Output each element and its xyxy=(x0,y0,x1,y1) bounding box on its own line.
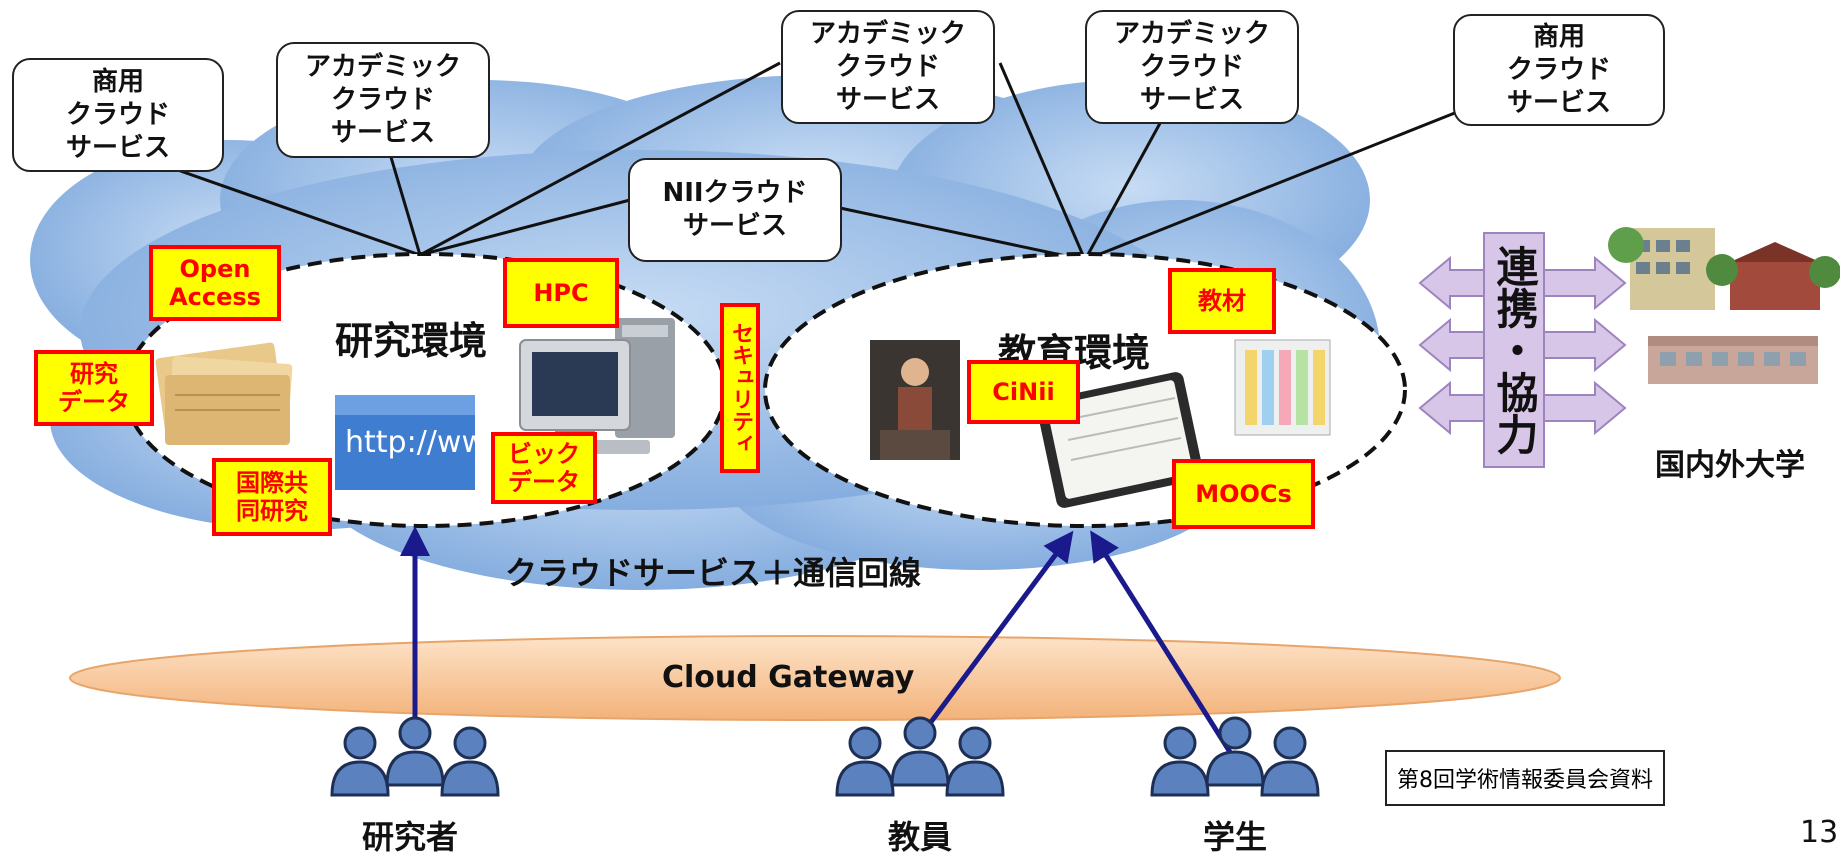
security-tag: セキュリティ xyxy=(720,303,760,473)
universities-label: 国内外大学 xyxy=(1655,448,1805,483)
schedule-board-icon xyxy=(1234,339,1331,436)
researchers-label: 研究者 xyxy=(362,818,459,856)
commercial-cloud-service-box-1: 商用 クラウド サービス xyxy=(12,58,224,172)
big-data-tag: ビック データ xyxy=(491,432,597,504)
nii-cloud-service-box: NIIクラウド サービス xyxy=(628,158,842,262)
source-note: 第8回学術情報委員会資料 xyxy=(1385,750,1665,806)
research-environment-label: 研究環境 xyxy=(335,319,488,363)
moocs-tag: MOOCs xyxy=(1172,459,1315,529)
http-screen-text: http://www xyxy=(345,425,511,460)
students-people-icon xyxy=(1150,716,1320,797)
academic-cloud-service-box-1: アカデミック クラウド サービス xyxy=(276,42,490,158)
international-joint-research-tag: 国際共 同研究 xyxy=(212,458,332,536)
academic-cloud-service-box-2: アカデミック クラウド サービス xyxy=(781,10,995,124)
teaching-materials-tag: 教材 xyxy=(1168,268,1276,334)
researchers-people-icon xyxy=(330,716,500,797)
cloud-gateway-label: Cloud Gateway xyxy=(662,660,915,695)
user-arrows xyxy=(400,526,1238,762)
commercial-cloud-service-box-2: 商用 クラウド サービス xyxy=(1453,14,1665,126)
cloud-service-label: クラウドサービス＋通信回線 xyxy=(505,554,922,592)
page-number: 13 xyxy=(1800,815,1839,850)
students-label: 学生 xyxy=(1203,818,1268,856)
faculty-label: 教員 xyxy=(888,818,953,856)
research-data-tag: 研究 データ xyxy=(34,350,154,426)
connection-lines xyxy=(114,61,1501,262)
open-access-tag: Open Access xyxy=(149,245,281,321)
cloud-gateway-ellipse xyxy=(69,635,1561,721)
lecture-photo-icon xyxy=(870,340,960,460)
cooperation-label: 連携・協力 xyxy=(1483,232,1545,468)
hpc-tag: HPC xyxy=(503,258,619,328)
computer-icon xyxy=(519,318,675,454)
documents-icon xyxy=(155,342,293,445)
academic-cloud-service-box-3: アカデミック クラウド サービス xyxy=(1085,10,1299,124)
http-screen-icon xyxy=(335,395,475,490)
university-buildings-icon xyxy=(1608,227,1840,384)
faculty-people-icon xyxy=(835,716,1005,797)
cinii-tag: CiNii xyxy=(967,360,1080,424)
